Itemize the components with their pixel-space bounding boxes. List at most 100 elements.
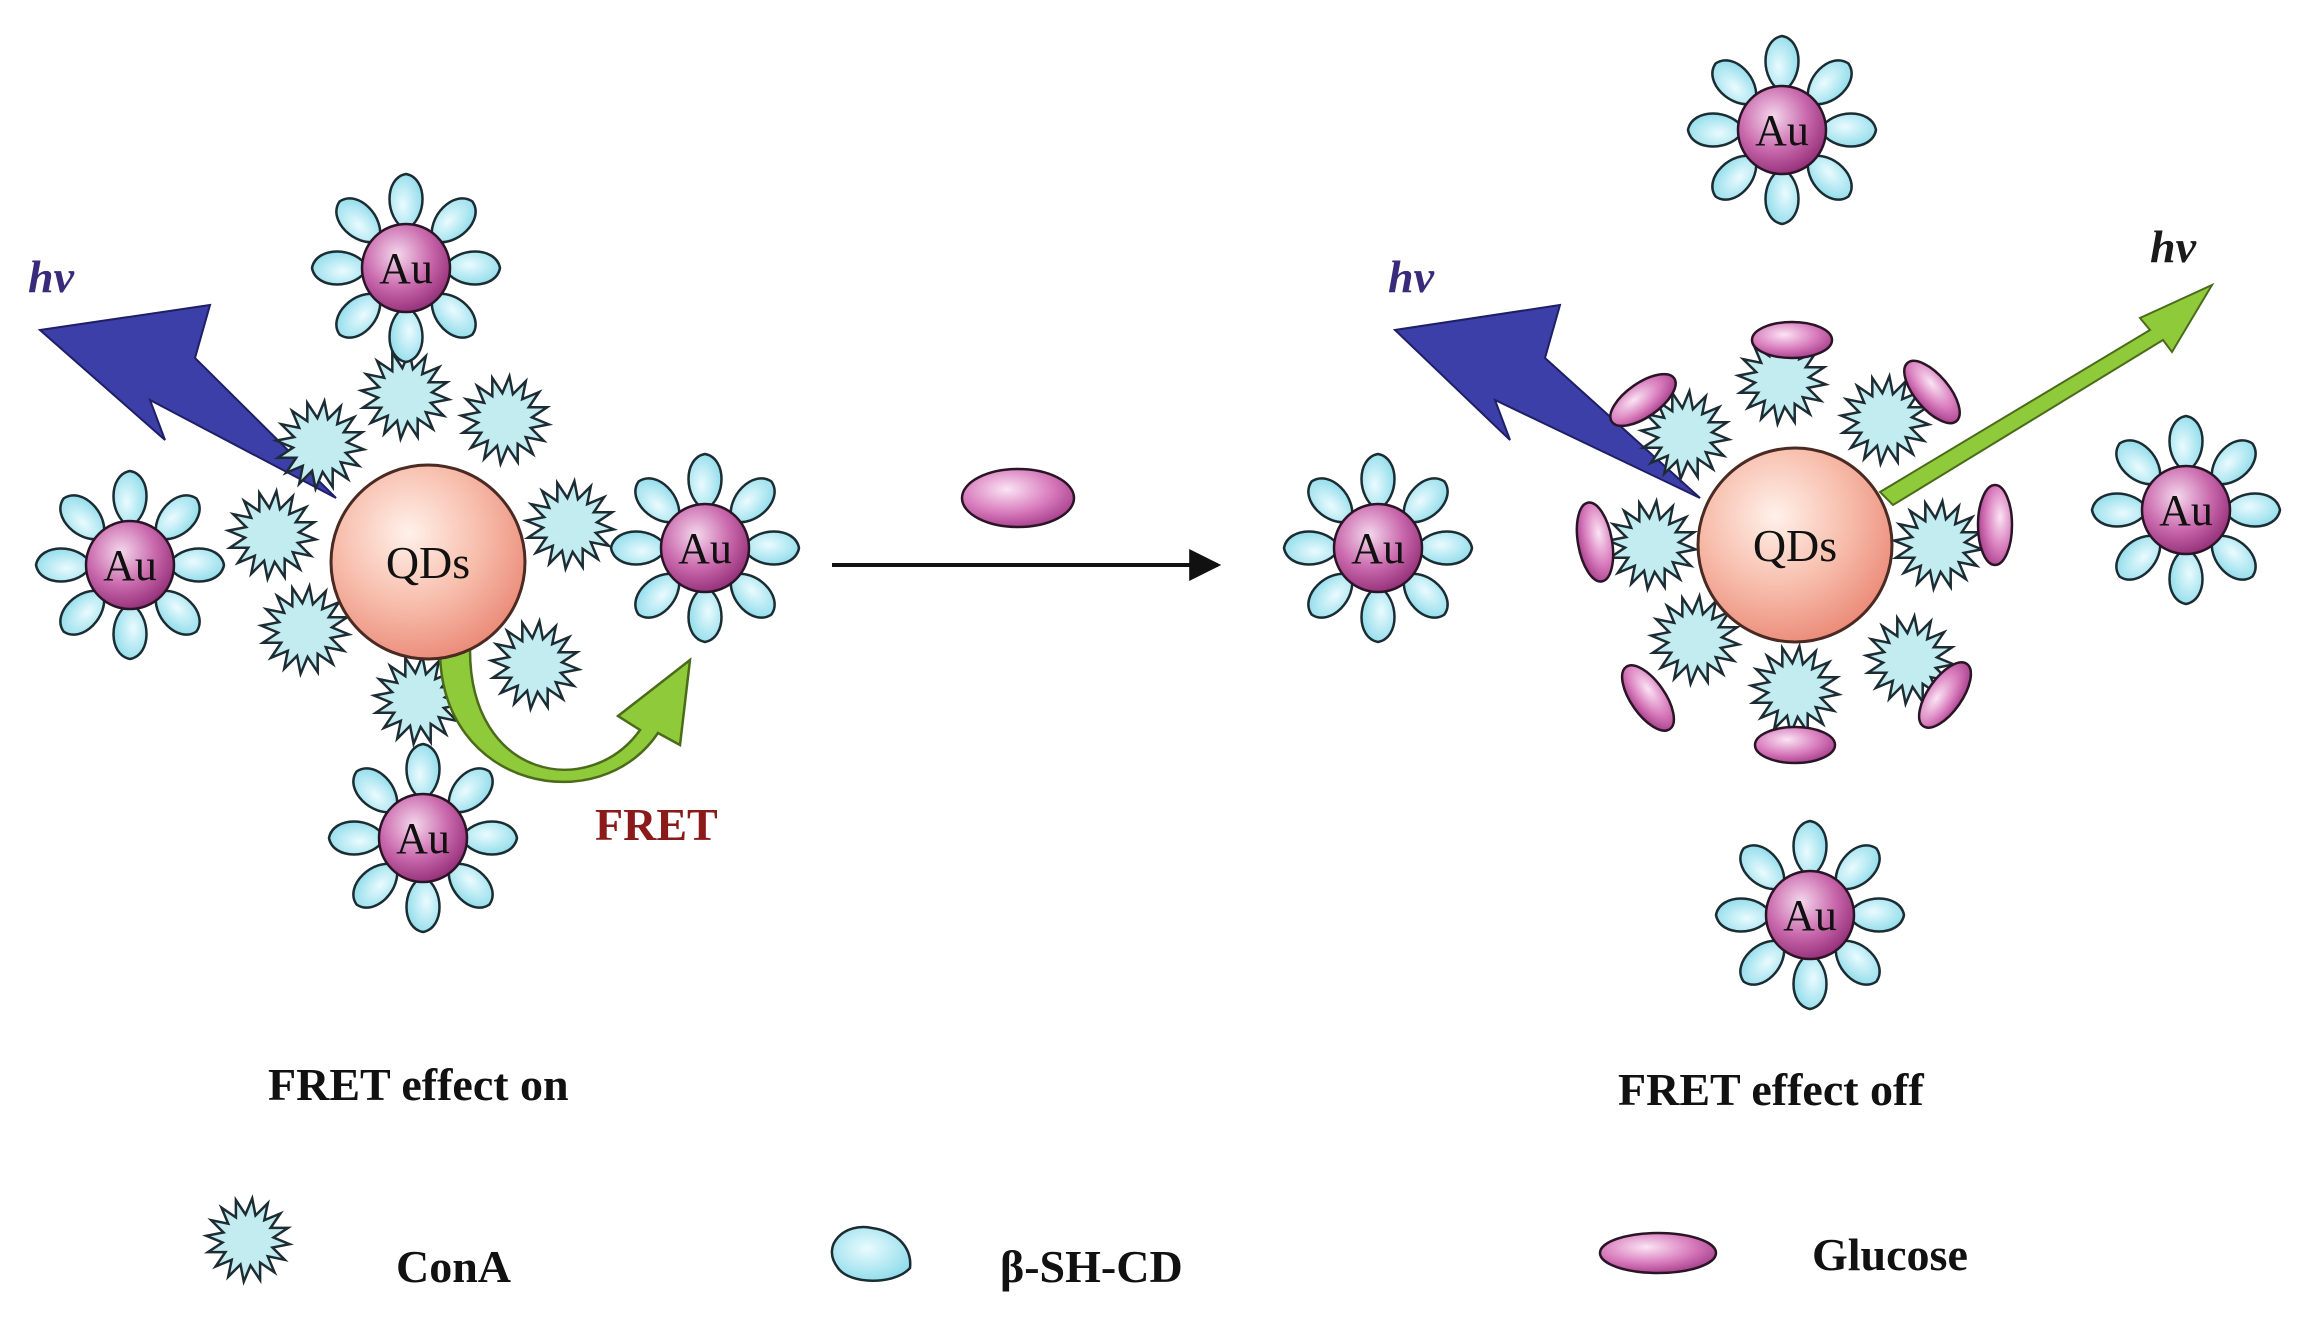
- glucose: [1917, 661, 1973, 729]
- beta-sh-cd: [1402, 477, 1449, 524]
- beta-sh-cd: [2115, 534, 2162, 581]
- cona-protein: [1836, 371, 1934, 469]
- beta-sh-cd: [609, 530, 669, 566]
- glucose: [1976, 483, 2014, 567]
- beta-sh-cd: [352, 767, 399, 814]
- hv-label-right-out: hv: [2150, 221, 2197, 272]
- legend-glucose-icon: [1598, 1231, 1718, 1275]
- au-label: Au: [2159, 486, 2213, 535]
- beta-sh-cd: [34, 547, 94, 583]
- glucose: [1750, 320, 1834, 360]
- beta-sh-cd: [430, 292, 477, 339]
- cona-protein: [1861, 611, 1959, 709]
- beta-sh-cd: [1307, 477, 1354, 524]
- beta-sh-cd: [310, 250, 370, 286]
- cona-protein: [223, 486, 321, 584]
- beta-sh-cd: [2222, 492, 2282, 528]
- beta-sh-cd: [2168, 414, 2204, 474]
- au-right-right: Au: [2090, 414, 2282, 606]
- beta-sh-cd: [729, 572, 776, 619]
- cona-protein: [1646, 591, 1744, 689]
- beta-sh-cd: [2090, 492, 2150, 528]
- hv-label-right-in: hv: [1388, 251, 1435, 302]
- cona-protein: [486, 616, 584, 714]
- beta-sh-cd: [1282, 530, 1342, 566]
- fret-label: FRET: [595, 799, 718, 850]
- beta-sh-cd: [2210, 534, 2257, 581]
- beta-sh-cd: [1792, 819, 1828, 879]
- beta-sh-cd: [154, 589, 201, 636]
- beta-sh-cd: [1834, 844, 1881, 891]
- qds-label: QDs: [1753, 520, 1837, 571]
- au-right-bottom: Au: [1714, 819, 1906, 1011]
- au-label: Au: [396, 814, 450, 863]
- legend-cona-label: ConA: [396, 1241, 511, 1292]
- beta-sh-cd: [1834, 939, 1881, 986]
- au-label: Au: [1783, 891, 1837, 940]
- beta-sh-cd: [388, 304, 424, 364]
- qd-left: QDs: [329, 463, 527, 661]
- beta-sh-cd: [59, 494, 106, 541]
- beta-sh-cd: [352, 862, 399, 909]
- legend-cd-label: β-SH-CD: [1000, 1241, 1183, 1292]
- beta-sh-cd: [1764, 166, 1800, 226]
- beta-sh-cd: [687, 584, 723, 644]
- beta-sh-cd: [1402, 572, 1449, 619]
- beta-sh-cd: [112, 469, 148, 529]
- beta-sh-cd: [166, 547, 226, 583]
- beta-sh-cd: [634, 477, 681, 524]
- au-right-left: Au: [1282, 452, 1474, 644]
- beta-sh-cd: [405, 742, 441, 802]
- beta-sh-cd: [405, 874, 441, 934]
- light-excitation-left: [37, 303, 337, 499]
- cona-protein: [456, 371, 554, 469]
- beta-sh-cd: [1739, 939, 1786, 986]
- cona-protein: [1636, 386, 1734, 484]
- qd-right: QDs: [1696, 446, 1894, 644]
- beta-sh-cd: [1711, 154, 1758, 201]
- beta-sh-cd: [447, 862, 494, 909]
- beta-sh-cd: [741, 530, 801, 566]
- au-label: Au: [1351, 524, 1405, 573]
- legend-cona-icon: [202, 1194, 294, 1286]
- glucose: [1575, 501, 1615, 583]
- beta-sh-cd: [2210, 439, 2257, 486]
- legend-cd-icon: [830, 1225, 912, 1282]
- beta-sh-cd: [335, 292, 382, 339]
- au-label: Au: [1755, 106, 1809, 155]
- beta-sh-cd: [687, 452, 723, 512]
- beta-sh-cd: [1818, 112, 1878, 148]
- beta-sh-cd: [430, 197, 477, 244]
- glucose: [1903, 359, 1961, 425]
- legend-glucose-label: Glucose: [1812, 1229, 1968, 1280]
- beta-sh-cd: [1846, 897, 1906, 933]
- cona-protein: [1746, 641, 1844, 739]
- beta-sh-cd: [112, 601, 148, 661]
- beta-sh-cd: [327, 820, 387, 856]
- au-label: Au: [103, 541, 157, 590]
- beta-sh-cd: [459, 820, 519, 856]
- beta-sh-cd: [154, 494, 201, 541]
- cona-protein: [271, 396, 369, 494]
- beta-sh-cd: [1806, 154, 1853, 201]
- beta-sh-cd: [388, 172, 424, 232]
- au-left-right: Au: [609, 452, 801, 644]
- cona-protein: [369, 651, 467, 749]
- au-left-top: Au: [310, 172, 502, 364]
- beta-sh-cd: [1739, 844, 1786, 891]
- au-right-top: Au: [1686, 34, 1878, 226]
- beta-sh-cd: [1792, 951, 1828, 1011]
- beta-sh-cd: [1764, 34, 1800, 94]
- beta-sh-cd: [2115, 439, 2162, 486]
- cona-protein: [521, 476, 619, 574]
- caption-fret-off: FRET effect off: [1618, 1064, 1924, 1115]
- au-label: Au: [678, 524, 732, 573]
- glucose: [1609, 372, 1677, 428]
- au-label: Au: [379, 244, 433, 293]
- hv-label-left: hv: [28, 251, 75, 302]
- beta-sh-cd: [1360, 452, 1396, 512]
- beta-sh-cd: [729, 477, 776, 524]
- cona-protein: [356, 346, 454, 444]
- beta-sh-cd: [335, 197, 382, 244]
